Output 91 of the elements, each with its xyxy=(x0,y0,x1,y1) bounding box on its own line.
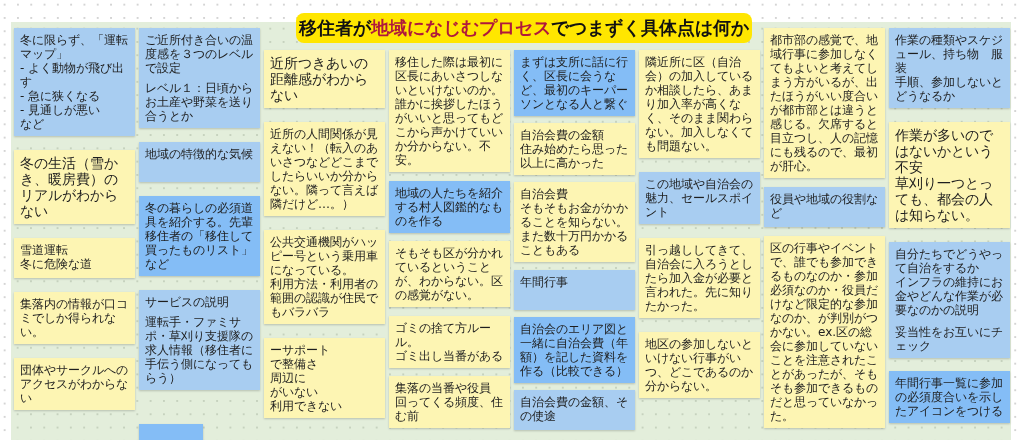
note-text: 冬の生活（雪かき、暖房費）のリアルがわからない xyxy=(20,155,119,219)
sticky-note xyxy=(389,315,510,368)
note-text: 団体やサークルへのアクセスがわからない xyxy=(20,363,129,405)
sticky-note xyxy=(514,316,635,383)
note-text: 近所の人間関係が見えない！（転入のあいさつなどどこまでしたらいいか分からない。隣って言えば隣だけど…。） xyxy=(270,127,379,211)
sticky-note xyxy=(514,50,635,116)
note-text: 住み始めたら思った以上に高かった xyxy=(520,142,629,171)
sticky-note xyxy=(889,371,1010,424)
note-text: 集落の当番や役員 xyxy=(395,381,492,396)
sticky-note xyxy=(389,376,510,429)
note-text: で整備さ xyxy=(270,357,319,371)
sticky-note xyxy=(264,122,385,216)
sticky-note xyxy=(764,187,885,227)
note-text: 利用方法・利用者の範囲の認識が住民でもバラバラ xyxy=(270,277,379,319)
note-text: 都市部の感覚で、地域行事に参加しなくてもよいと考えてしまう方がいるが、出たほうがいい度合いが都市部とは違うと感じる。欠席すると目立つし、人の記憶にも残るので、最初が肝心。 xyxy=(770,33,879,173)
sticky-note xyxy=(764,28,885,178)
sticky-note xyxy=(139,28,260,128)
note-text: 地域の人たちを紹介する村人図鑑的なものを作る xyxy=(395,185,504,228)
note-text: 自分たちでどうやって自治をするか xyxy=(895,246,1004,275)
note-text: 作業が多いのではないかという不安 xyxy=(895,126,994,175)
note-text: ゴミの捨て方ルール。 xyxy=(395,320,492,349)
title-banner: 移住者が地域になじむプロセスでつまずく具体点は何か xyxy=(296,13,752,43)
sticky-note xyxy=(389,50,510,172)
note-text: サービスの説明 xyxy=(145,295,230,309)
note-text: 役員や地域の役割など xyxy=(770,192,879,220)
note-text: 年間行事一覧に参加の必須度合いを示したアイコンをつける xyxy=(895,376,1004,419)
note-text: レベル１：日頃からお土産や野菜を送り合うとか xyxy=(145,81,254,123)
note-text: 自治会費の金額 xyxy=(520,128,605,143)
sticky-note xyxy=(14,150,135,224)
note-text: 近所つきあいの距離感がわからない xyxy=(270,55,369,103)
sticky-note xyxy=(389,180,510,233)
note-text: 冬に限らず、「運転マップ」 xyxy=(20,33,129,61)
note-text: 手順、参加しないとどうなるか xyxy=(895,75,1004,103)
note-text: 年間行事 xyxy=(520,274,569,289)
note-text: 区の行事やイベントで、誰でも参加できるものなのか・参加必須なのか・役員だけなど限定的な参加なのか、が判別がつかない。ex.区の総会に参加していないことを注意されたことがあったが、そもそも参加できるものだと思っていなかった。 xyxy=(770,241,879,423)
note-text: ーサポート xyxy=(270,343,331,357)
sticky-note xyxy=(264,338,385,418)
note-text: この地域や自治会の魅力、セールスポイント xyxy=(645,177,754,219)
note-text: そもそもお金がかかることを知らない。また数十万円かかることもある xyxy=(520,201,629,258)
sticky-note xyxy=(514,123,635,176)
note-text: 運転手・ファミサポ・草刈り支援隊の求人情報（移住者に手伝う側になってもらう） xyxy=(145,315,254,385)
sticky-note xyxy=(14,358,135,410)
note-text: がいない xyxy=(270,385,319,399)
note-text: - 急に狭くなる xyxy=(20,89,102,103)
sticky-note xyxy=(889,28,1010,108)
sticky-note xyxy=(639,332,760,398)
sticky-note xyxy=(139,424,203,440)
note-text: など xyxy=(20,117,45,131)
note-text: 利用できない xyxy=(270,399,343,413)
note-text: インフラの維持にお金やどんな作業が必要なのかの説明 xyxy=(895,274,1004,317)
note-text: まずは支所に話に行く、区長に会うなど、最初のキーパーソンとなる人と繋ぐ xyxy=(520,55,629,111)
note-text: ご近所付き合いの温度感を３つのレベルで設定 xyxy=(145,33,254,75)
note-text: 移住した際は最初に区長にあいさつしないといけないのか。誰かに挨拶したほうがいいと思ってもどこから声かけていいか分からない。不安。 xyxy=(395,55,504,167)
note-text: 周辺に xyxy=(270,371,307,385)
sticky-note xyxy=(639,238,760,318)
note-text: 冬の暮らしの必須道具を紹介する。先輩移住者の「移住して買ったものリスト」など xyxy=(145,201,254,271)
sticky-note xyxy=(889,121,1010,228)
note-text: 引っ越ししてきて、自治会に入ろうとしたら加入金が必要と言われた。先に知りたかった。 xyxy=(645,243,754,313)
note-text: 妥当性をお互いにチェック xyxy=(895,324,1004,353)
sticky-note xyxy=(139,196,260,276)
note-text: 公共交通機関がハッピー号という乗用車になっている。 xyxy=(270,235,379,277)
note-text: 自治会費の金額、その使途 xyxy=(520,394,629,423)
note-text: 作業の種類やスケジュール、持ち物 服装 xyxy=(895,33,1004,75)
note-text: 隣近所に区（自治会）の加入しているか相談したら、あまり加入率が高くなく、そのまま関わらない。加入しなくても問題ない。 xyxy=(645,55,754,153)
note-text: 集落内の情報が口コミでしか得られない。 xyxy=(20,297,129,339)
note-text: ゴミ出し当番がある xyxy=(395,348,504,363)
sticky-note xyxy=(639,172,760,224)
note-text: 回ってくる頻度、住む前 xyxy=(395,395,504,424)
sticky-note xyxy=(14,238,135,278)
sticky-note xyxy=(639,50,760,158)
sticky-note xyxy=(889,241,1010,358)
note-text: - 見通しが悪い xyxy=(20,103,102,117)
note-text: 冬に危険な道 xyxy=(20,257,93,271)
sticky-note xyxy=(14,28,135,136)
sticky-note xyxy=(14,292,135,344)
sticky-note xyxy=(514,389,635,430)
sticky-note xyxy=(139,142,260,182)
sticky-note xyxy=(264,50,385,108)
sticky-note xyxy=(514,182,635,263)
note-text: 地区の参加しないといけない行事がいつ、どこであるのか分からない。 xyxy=(645,337,754,393)
note-text: 地域の特徴的な気候 xyxy=(145,147,254,161)
note-text: 雪道運転 xyxy=(20,243,69,257)
note-text: 草刈り一つとっても、都会の人は知らない。 xyxy=(895,174,994,223)
sticky-note xyxy=(514,269,635,310)
note-text: 自治会費 xyxy=(520,187,569,202)
note-text: 自治会のエリア図と一緒に自治会費（年額）を記した資料を作る（比較できる） xyxy=(520,321,629,378)
sticky-note xyxy=(389,241,510,308)
sticky-note xyxy=(264,230,385,324)
note-text: そもそも区が分かれているということが、わからない。区の感覚がない。 xyxy=(395,246,504,303)
note-text: - よく動物が飛び出す xyxy=(20,61,126,89)
sticky-note xyxy=(139,290,260,390)
